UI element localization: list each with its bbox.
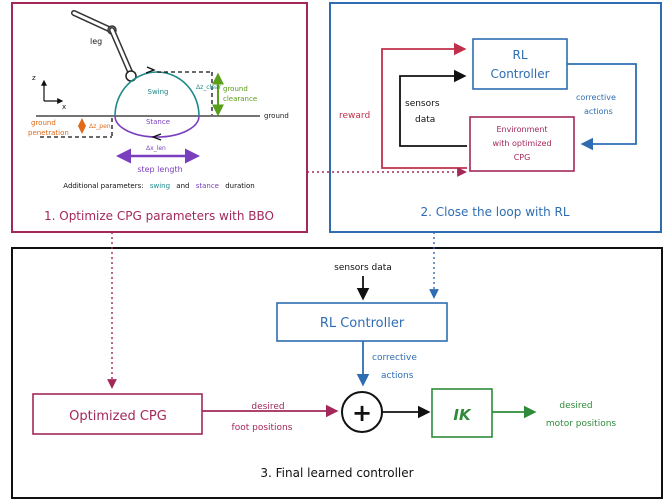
panel3-title: 3. Final learned controller [260, 466, 413, 480]
rl-controller-box [472, 38, 568, 90]
panel-final-controller: sensors data RL Controller corrective ac… [11, 232, 663, 499]
panel1-title: 1. Optimize CPG parameters with BBO [44, 209, 274, 223]
leg-label: leg [90, 37, 102, 46]
ground-label: ground [264, 112, 289, 120]
environment-line1: Environment [496, 125, 547, 134]
desired-motor-line2: motor positions [546, 419, 617, 429]
leg-illustration [71, 10, 137, 82]
stance-direction-icon [151, 133, 162, 141]
sensors-data-arrow [399, 69, 467, 147]
panel-close-loop: RL Controller Environment with optimized… [329, 2, 662, 233]
desired-foot-line1: desired [251, 402, 284, 412]
reward-label: reward [339, 111, 370, 121]
delta-pen-label: Δz_pen [89, 123, 111, 130]
ground-clearance-line1: ground [223, 85, 248, 93]
rl-controller-line1: RL [512, 48, 527, 62]
duration-word: duration [225, 182, 254, 190]
panel-optimize-cpg: leg z x ground Swing Stance Δz_clear gr [11, 2, 308, 233]
penetration-marker-icon [78, 118, 86, 134]
final-rl-controller-box [276, 302, 448, 342]
reward-arrow [381, 42, 467, 169]
corrective-actions-line2: actions [584, 107, 613, 116]
sensors-data-line2: data [415, 115, 435, 125]
rl-controller-line2: Controller [490, 67, 549, 81]
additional-parameters-text: Additional parameters: swing and stance … [63, 182, 254, 190]
axis-z-label: z [32, 74, 36, 82]
stance-word: stance [196, 182, 219, 190]
axis-x-label: x [62, 103, 66, 111]
stance-label: Stance [146, 118, 170, 126]
environment-box [469, 116, 575, 172]
panel1-frame [11, 2, 308, 233]
stance-arc [114, 115, 200, 138]
panel2-title: 2. Close the loop with RL [420, 205, 569, 219]
final-rl-controller-label: RL Controller [320, 316, 405, 331]
step-length-label: step length [137, 165, 182, 174]
optimized-cpg-box [32, 393, 203, 435]
ik-label: IK [453, 406, 472, 424]
delta-len-label: Δx_len [146, 145, 166, 152]
swing-word: swing [150, 182, 170, 190]
corrective-actions-line1: corrective [576, 93, 616, 102]
ik-box [431, 388, 493, 438]
ground-clearance-line2: clearance [223, 95, 257, 103]
final-sensors-data-label: sensors data [334, 263, 392, 273]
panel2-frame [329, 2, 662, 233]
environment-line2: with optimized [492, 139, 551, 148]
environment-line3: CPG [514, 153, 531, 162]
panel3-frame [11, 247, 663, 499]
sensors-data-line1: sensors [405, 99, 440, 109]
corrective-actions-arrow [567, 63, 637, 151]
ground-penetration-line1: ground [31, 119, 56, 127]
final-corrective-line1: corrective [372, 353, 417, 363]
desired-foot-line2: foot positions [232, 423, 293, 433]
axes-icon [41, 79, 64, 104]
swing-label: Swing [148, 88, 169, 96]
and-word: and [176, 182, 189, 190]
swing-direction-icon [145, 66, 156, 74]
desired-motor-line1: desired [559, 401, 592, 411]
plus-icon: + [352, 399, 372, 427]
ground-penetration-line2: penetration [28, 129, 69, 137]
optimized-cpg-label: Optimized CPG [69, 409, 167, 424]
final-corrective-line2: actions [381, 371, 414, 381]
additional-prefix: Additional parameters: [63, 182, 143, 190]
delta-clear-label: Δz_clear [196, 84, 222, 91]
